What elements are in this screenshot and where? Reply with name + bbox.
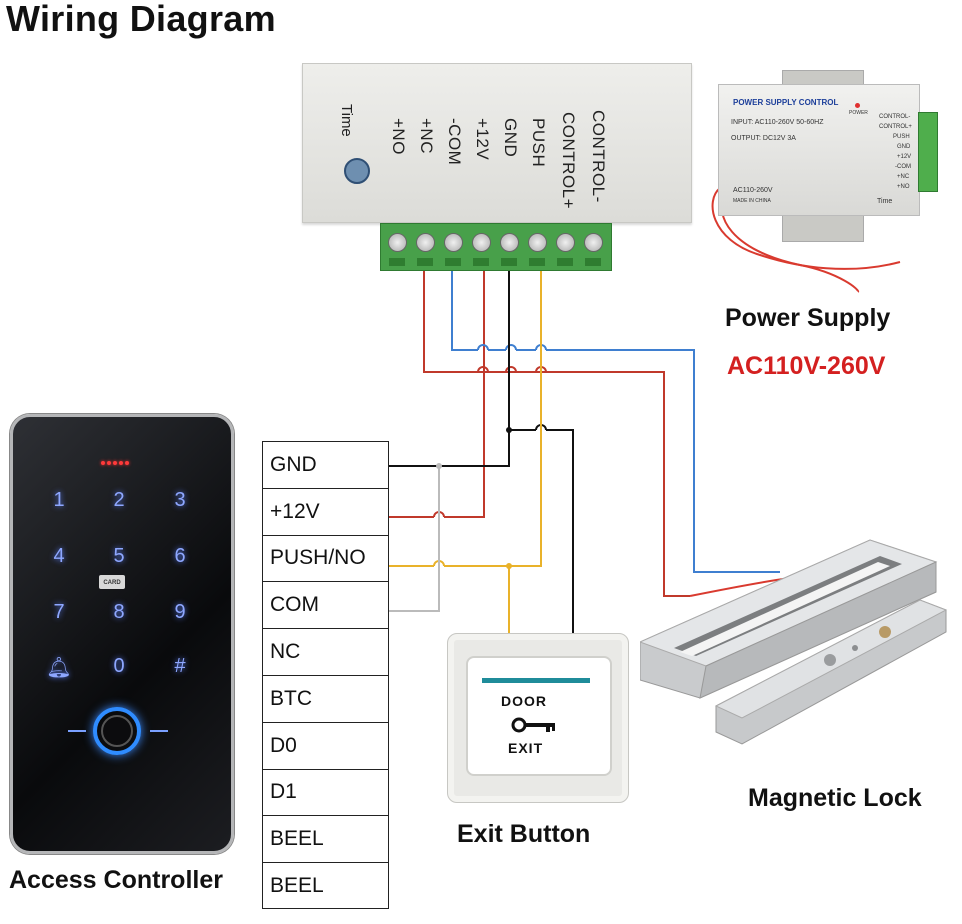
key-8[interactable]: 8 bbox=[113, 601, 125, 623]
fingerprint-ring-icon bbox=[93, 707, 141, 755]
bell-icon[interactable]: 🔔︎ bbox=[46, 657, 72, 679]
junction-black bbox=[506, 427, 512, 433]
magnetic-lock-label: Magnetic Lock bbox=[748, 784, 922, 812]
door-text: DOOR bbox=[501, 693, 547, 709]
psu-terminal-label: -COM bbox=[895, 164, 911, 170]
screw-icon bbox=[388, 233, 407, 252]
psu-terminal-label: PUSH bbox=[893, 134, 910, 140]
screw-icon bbox=[528, 233, 547, 252]
pin-row: COM bbox=[263, 581, 389, 629]
pin-row: NC bbox=[263, 628, 389, 675]
screw-icon bbox=[416, 233, 435, 252]
psu-panel-title: POWER SUPPLY CONTROL bbox=[733, 98, 839, 107]
psu-time: Time bbox=[877, 198, 893, 205]
time-adjust-knob bbox=[344, 158, 370, 184]
power-supply-label: Power Supply bbox=[725, 304, 891, 332]
pin-row: D0 bbox=[263, 721, 389, 769]
wire-black-exit bbox=[509, 429, 574, 634]
key-6[interactable]: 6 bbox=[174, 545, 186, 567]
wire-gray-com bbox=[388, 466, 440, 612]
psu-output: OUTPUT: DC12V 3A bbox=[731, 135, 796, 142]
screw-icon bbox=[584, 233, 603, 252]
key-icon bbox=[511, 717, 555, 733]
pin-row: BEEL bbox=[263, 815, 389, 863]
pin-row: PUSH/NO bbox=[263, 534, 389, 582]
terminal-label: -COM bbox=[445, 118, 464, 166]
wire-red-12v bbox=[388, 269, 485, 518]
pin-table: GND +12V PUSH/NO COM NC BTC D0 D1 BEEL B… bbox=[262, 441, 389, 909]
psu-terminal-label: CONTROL+ bbox=[879, 124, 912, 130]
exit-button-label: Exit Button bbox=[457, 820, 591, 848]
psu-terminal-label: +NO bbox=[897, 184, 910, 190]
key-9[interactable]: 9 bbox=[174, 601, 186, 623]
power-supply-unit: POWER SUPPLY CONTROL POWER INPUT: AC110-… bbox=[718, 84, 920, 216]
wire-blue-hops bbox=[477, 344, 547, 351]
screw-icon bbox=[556, 233, 575, 252]
terminal-label: +NO bbox=[389, 118, 408, 155]
access-controller-keypad bbox=[10, 414, 234, 854]
screw-icon bbox=[500, 233, 519, 252]
key-hash[interactable]: # bbox=[174, 655, 186, 677]
psu-terminal-label: +NC bbox=[897, 174, 910, 180]
junction-yellow bbox=[506, 563, 512, 569]
wire-yellow-push bbox=[388, 269, 542, 567]
access-controller-label: Access Controller bbox=[9, 866, 223, 894]
fingerprint-sensor[interactable] bbox=[101, 715, 133, 747]
terminal-label: PUSH bbox=[529, 118, 548, 168]
key-7[interactable]: 7 bbox=[53, 601, 65, 623]
key-1[interactable]: 1 bbox=[53, 489, 65, 511]
psu-terminal-block bbox=[918, 112, 938, 192]
fingerprint-guide-icon bbox=[68, 730, 168, 732]
wire-blue-com bbox=[451, 269, 780, 573]
voltage-label: AC110V-260V bbox=[727, 352, 886, 380]
pin-row: GND bbox=[263, 441, 389, 488]
psu-terminal-label: GND bbox=[897, 144, 911, 150]
magnetic-lock-icon bbox=[640, 539, 948, 745]
junction-gray bbox=[436, 463, 442, 469]
psu-made: MADE IN CHINA bbox=[733, 198, 771, 204]
psu-power-label: POWER bbox=[849, 110, 868, 116]
card-reader-icon: CARD bbox=[99, 575, 125, 589]
psu-terminal-label: +12V bbox=[897, 154, 912, 160]
terminal-label: +12V bbox=[473, 118, 492, 161]
pin-row: +12V bbox=[263, 487, 389, 535]
pin-row: BTC bbox=[263, 674, 389, 722]
terminal-label: CONTROL- bbox=[589, 110, 608, 203]
psu-terminal-label: CONTROL- bbox=[879, 114, 911, 120]
pin-row: D1 bbox=[263, 768, 389, 816]
exit-button-face[interactable] bbox=[466, 656, 612, 776]
psu-input: INPUT: AC110-260V 50-60HZ bbox=[731, 119, 824, 126]
psu-red-cable bbox=[711, 187, 901, 270]
psu-ac: AC110-260V bbox=[733, 187, 773, 194]
key-3[interactable]: 3 bbox=[174, 489, 186, 511]
key-2[interactable]: 2 bbox=[113, 489, 125, 511]
screw-icon bbox=[472, 233, 491, 252]
terminal-label: CONTROL+ bbox=[559, 112, 578, 210]
wire-black-gnd bbox=[388, 269, 510, 467]
key-4[interactable]: 4 bbox=[53, 545, 65, 567]
wire-red-controller bbox=[423, 269, 690, 597]
pin-row: BEEL bbox=[263, 862, 389, 909]
terminal-label: GND bbox=[501, 118, 520, 158]
exit-text: EXIT bbox=[508, 740, 544, 756]
page-title: Wiring Diagram bbox=[6, 0, 276, 39]
exit-indicator-bar bbox=[482, 678, 590, 683]
power-led-icon bbox=[855, 103, 860, 108]
terminal-label: +NC bbox=[417, 118, 436, 154]
key-5[interactable]: 5 bbox=[113, 545, 125, 567]
screw-icon bbox=[444, 233, 463, 252]
terminal-block bbox=[380, 223, 612, 271]
time-label: Time bbox=[338, 104, 355, 137]
key-0[interactable]: 0 bbox=[113, 655, 125, 677]
controller-box bbox=[302, 63, 692, 223]
status-led-icon bbox=[101, 452, 135, 465]
